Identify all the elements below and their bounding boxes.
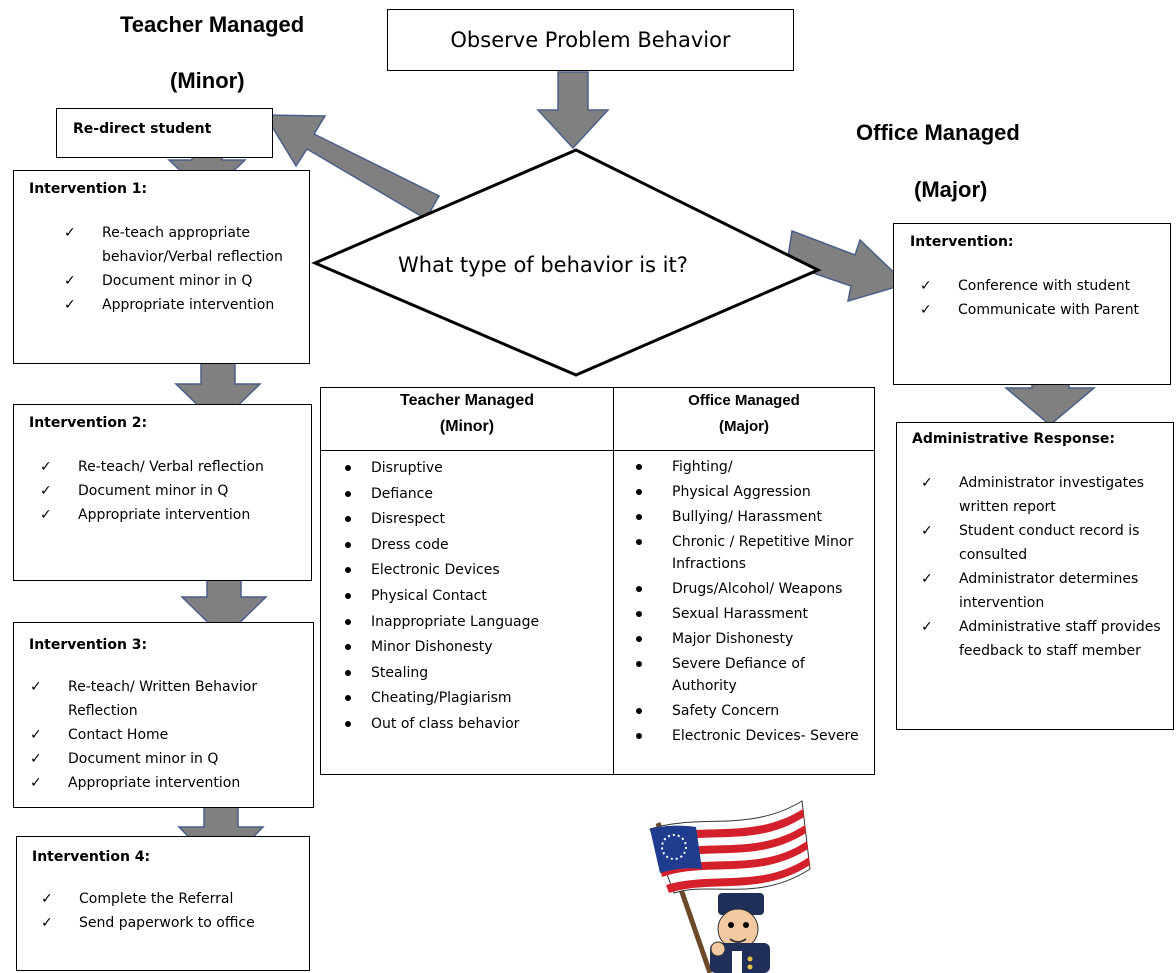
intervention-1-list: ✓Re-teach appropriate behavior/Verbal re… bbox=[64, 221, 294, 317]
teacher-managed-header: Teacher Managed (Minor) bbox=[320, 387, 614, 451]
office-intervention-list: ✓Conference with student ✓Communicate wi… bbox=[920, 274, 1170, 322]
list-item: Inappropriate Language bbox=[321, 610, 613, 636]
check-icon: ✓ bbox=[920, 278, 932, 294]
list-item: Major Dishonesty bbox=[614, 628, 874, 650]
arrow-start-to-decision bbox=[536, 71, 610, 150]
check-icon: ✓ bbox=[921, 475, 933, 491]
check-icon: ✓ bbox=[30, 775, 42, 791]
teacher-heading: Teacher Managed bbox=[120, 12, 305, 37]
list-item: ✓Re-teach/ Verbal reflection bbox=[40, 455, 305, 479]
check-icon: ✓ bbox=[30, 751, 42, 767]
list-item: ✓Appropriate intervention bbox=[40, 503, 305, 527]
list-item: ✓Re-teach/ Written Behavior Reflection bbox=[30, 675, 290, 723]
office-managed-header: Office Managed (Major) bbox=[613, 387, 875, 451]
intervention-3-box: Intervention 3: ✓Re-teach/ Written Behav… bbox=[13, 622, 314, 808]
list-item: ✓Student conduct record is consulted bbox=[921, 519, 1166, 567]
office-intervention-title: Intervention: bbox=[910, 234, 1014, 250]
list-item: ✓Communicate with Parent bbox=[920, 298, 1170, 322]
intervention-4-box: Intervention 4: ✓Complete the Referral ✓… bbox=[16, 836, 310, 971]
check-icon: ✓ bbox=[920, 302, 932, 318]
list-item: Sexual Harassment bbox=[614, 603, 874, 625]
check-icon: ✓ bbox=[41, 915, 53, 931]
list-item: Cheating/Plagiarism bbox=[321, 686, 613, 712]
list-item: Disrespect bbox=[321, 507, 613, 533]
intervention-2-list: ✓Re-teach/ Verbal reflection ✓Document m… bbox=[40, 455, 305, 527]
admin-response-title: Administrative Response: bbox=[912, 431, 1116, 447]
patriot-mascot-illustration bbox=[649, 800, 811, 973]
admin-response-list: ✓Administrator investigates written repo… bbox=[921, 471, 1166, 663]
list-item: ✓Send paperwork to office bbox=[41, 911, 301, 935]
check-icon: ✓ bbox=[64, 225, 76, 241]
list-item: Out of class behavior bbox=[321, 712, 613, 738]
list-item: Safety Concern bbox=[614, 700, 874, 722]
office-heading: Office Managed bbox=[856, 120, 1020, 145]
check-icon: ✓ bbox=[921, 523, 933, 539]
list-item: Electronic Devices bbox=[321, 558, 613, 584]
intervention-4-title: Intervention 4: bbox=[32, 849, 151, 865]
list-item: ✓Contact Home bbox=[30, 723, 290, 747]
list-item: ✓Document minor in Q bbox=[40, 479, 305, 503]
arrow-decision-to-redirect bbox=[263, 114, 441, 221]
list-item: ✓Conference with student bbox=[920, 274, 1170, 298]
list-item: Severe Defiance of Authority bbox=[614, 653, 874, 697]
redirect-label: Re-direct student bbox=[73, 121, 212, 137]
teacher-managed-list-cell: Disruptive Defiance Disrespect Dress cod… bbox=[320, 450, 614, 775]
check-icon: ✓ bbox=[64, 273, 76, 289]
check-icon: ✓ bbox=[40, 507, 52, 523]
check-icon: ✓ bbox=[921, 571, 933, 587]
soldier-figure bbox=[710, 893, 770, 973]
list-item: ✓Administrator investigates written repo… bbox=[921, 471, 1166, 519]
redirect-box: Re-direct student bbox=[56, 108, 273, 158]
list-item: Minor Dishonesty bbox=[321, 635, 613, 661]
list-item: ✓Document minor in Q bbox=[30, 747, 290, 771]
start-box: Observe Problem Behavior bbox=[387, 9, 794, 71]
intervention-1-title: Intervention 1: bbox=[29, 181, 148, 197]
list-item: Physical Contact bbox=[321, 584, 613, 610]
check-icon: ✓ bbox=[40, 459, 52, 475]
intervention-3-title: Intervention 3: bbox=[29, 637, 148, 653]
office-intervention-box: Intervention: ✓Conference with student ✓… bbox=[893, 223, 1171, 385]
start-label: Observe Problem Behavior bbox=[450, 28, 731, 52]
check-icon: ✓ bbox=[30, 679, 42, 695]
list-item: Defiance bbox=[321, 482, 613, 508]
behavior-category-table: Teacher Managed (Minor) Office Managed (… bbox=[320, 387, 875, 775]
intervention-4-list: ✓Complete the Referral ✓Send paperwork t… bbox=[41, 887, 301, 935]
check-icon: ✓ bbox=[40, 483, 52, 499]
check-icon: ✓ bbox=[64, 297, 76, 313]
list-item: Dress code bbox=[321, 533, 613, 559]
list-item: ✓Re-teach appropriate behavior/Verbal re… bbox=[64, 221, 294, 269]
list-item: Drugs/Alcohol/ Weapons bbox=[614, 578, 874, 600]
intervention-2-box: Intervention 2: ✓Re-teach/ Verbal reflec… bbox=[13, 404, 312, 581]
list-item: Physical Aggression bbox=[614, 481, 874, 503]
list-item: ✓Administrative staff provides feedback … bbox=[921, 615, 1166, 663]
list-item: ✓Administrator determines intervention bbox=[921, 567, 1166, 615]
check-icon: ✓ bbox=[30, 727, 42, 743]
decision-diamond bbox=[311, 148, 822, 377]
office-managed-list-cell: Fighting/ Physical Aggression Bullying/ … bbox=[613, 450, 875, 775]
office-managed-list: Fighting/ Physical Aggression Bullying/ … bbox=[614, 456, 874, 747]
teacher-heading-minor: (Minor) bbox=[170, 68, 245, 93]
list-item: Electronic Devices- Severe bbox=[614, 725, 874, 747]
flag-icon bbox=[649, 800, 811, 894]
check-icon: ✓ bbox=[41, 891, 53, 907]
list-item: ✓Document minor in Q bbox=[64, 269, 294, 293]
list-item: ✓Appropriate intervention bbox=[64, 293, 294, 317]
list-item: Fighting/ bbox=[614, 456, 874, 478]
intervention-1-box: Intervention 1: ✓Re-teach appropriate be… bbox=[13, 170, 310, 364]
list-item: ✓Appropriate intervention bbox=[30, 771, 290, 795]
list-item: Bullying/ Harassment bbox=[614, 506, 874, 528]
intervention-3-list: ✓Re-teach/ Written Behavior Reflection ✓… bbox=[30, 675, 290, 795]
check-icon: ✓ bbox=[921, 619, 933, 635]
admin-response-box: Administrative Response: ✓Administrator … bbox=[896, 422, 1174, 730]
teacher-managed-list: Disruptive Defiance Disrespect Dress cod… bbox=[321, 456, 613, 738]
decision-question: What type of behavior is it? bbox=[398, 253, 688, 277]
list-item: Disruptive bbox=[321, 456, 613, 482]
list-item: Chronic / Repetitive Minor Infractions bbox=[614, 531, 874, 575]
list-item: ✓Complete the Referral bbox=[41, 887, 301, 911]
list-item: Stealing bbox=[321, 661, 613, 687]
intervention-2-title: Intervention 2: bbox=[29, 415, 148, 431]
office-heading-major: (Major) bbox=[914, 177, 988, 202]
